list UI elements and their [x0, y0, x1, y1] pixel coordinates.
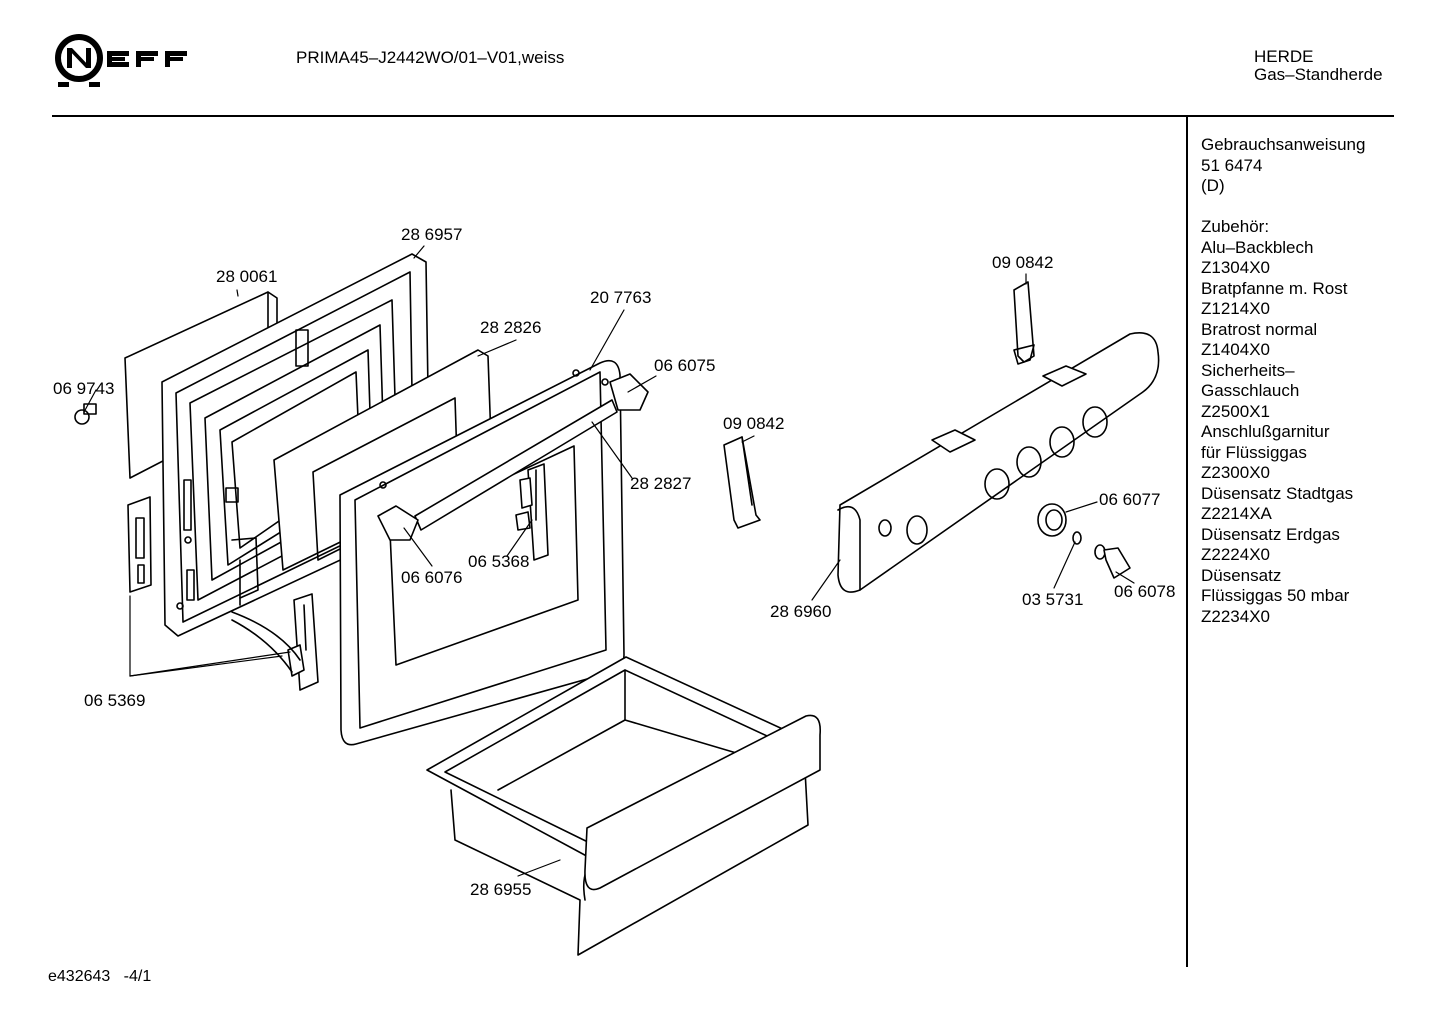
control-knob-part — [1094, 544, 1131, 579]
sidebar-line: für Flüssiggas — [1201, 442, 1307, 462]
sidebar-line: Z1304X0 — [1201, 258, 1270, 277]
clip-part — [1013, 281, 1035, 365]
exploded-parts-diagram — [74, 245, 1160, 956]
footer: e432643 -4/1 — [48, 968, 151, 986]
part-label-069743: 06 9743 — [53, 379, 115, 398]
hinge-bracket-plate — [127, 496, 152, 593]
document-id: e432643 — [48, 968, 111, 985]
small-spring-part — [1072, 531, 1082, 545]
sidebar-line: Düsensatz Stadtgas — [1201, 483, 1354, 503]
part-label-065368: 06 5368 — [468, 552, 530, 571]
sidebar-line: Alu–Backblech — [1201, 237, 1314, 257]
sidebar-line: 51 6474 — [1201, 155, 1263, 175]
sidebar-spacer — [1201, 197, 1433, 218]
manual-block: Gebrauchsanweisung 51 6474 (D) — [1201, 135, 1433, 197]
part-label-066077: 06 6077 — [1099, 490, 1161, 509]
page-number: -4/1 — [123, 968, 152, 985]
sidebar-line: Anschlußgarnitur — [1201, 422, 1330, 441]
sidebar-line: Düsensatz Erdgas — [1201, 524, 1340, 544]
sidebar-line: Düsensatz — [1201, 565, 1282, 585]
lower-hinge — [231, 593, 319, 691]
sidebar-line: Z1214X0 — [1201, 299, 1270, 318]
accessories-block: Zubehör: Alu–Backblech Z1304X0 Bratpfann… — [1201, 217, 1433, 627]
part-label-280061: 28 0061 — [216, 267, 278, 286]
sidebar-line: Z2224X0 — [1201, 545, 1270, 564]
part-label-286955: 28 6955 — [470, 880, 532, 899]
part-label-066075: 06 6075 — [654, 356, 716, 375]
storage-drawer-part — [426, 656, 822, 956]
model-title: PRIMA45–J2442WO/01–V01,weiss — [296, 48, 565, 67]
door-hinge — [515, 463, 549, 561]
sidebar-line: Flüssiggas 50 mbar — [1201, 586, 1350, 605]
part-label-090842-middle: 09 0842 — [723, 414, 785, 433]
sidebar-line: Gasschlauch — [1201, 381, 1300, 400]
sidebar-line: Gebrauchsanweisung — [1201, 135, 1366, 154]
part-label-090842-top: 09 0842 — [992, 253, 1054, 272]
part-label-066078: 06 6078 — [1114, 582, 1176, 601]
control-panel-part — [837, 332, 1160, 593]
leader-lines — [83, 245, 1135, 877]
sidebar: Gebrauchsanweisung 51 6474 (D) Zubehör: … — [1201, 135, 1433, 627]
sidebar-line: Bratpfanne m. Rost — [1201, 278, 1348, 298]
header-divider — [52, 115, 1394, 117]
sidebar-line: Z2500X1 — [1201, 401, 1270, 421]
part-label-286957: 28 6957 — [401, 225, 463, 244]
category-label: HERDE Gas–Standherde — [1254, 48, 1383, 84]
handle-end-cap — [377, 505, 419, 541]
part-label-207763: 20 7763 — [590, 288, 652, 307]
sidebar-line: (D) — [1201, 176, 1225, 195]
category-line: HERDE — [1254, 47, 1314, 66]
sidebar-line: Bratrost normal — [1201, 319, 1318, 339]
sidebar-line: Z2234X0 — [1201, 606, 1270, 626]
screw-part — [74, 403, 97, 425]
part-label-065369: 06 5369 — [84, 691, 146, 710]
category-line: Gas–Standherde — [1254, 65, 1383, 84]
part-label-282826: 28 2826 — [480, 318, 542, 337]
part-label-035731: 03 5731 — [1022, 590, 1084, 609]
neff-logo — [55, 34, 187, 87]
sidebar-divider — [1186, 117, 1188, 967]
part-label-286960: 28 6960 — [770, 602, 832, 621]
part-label-066076: 06 6076 — [401, 568, 463, 587]
sidebar-line: Zubehör: — [1201, 217, 1270, 236]
sidebar-line: Z1404X0 — [1201, 340, 1270, 359]
sidebar-line: Sicherheits– — [1201, 360, 1295, 380]
knob-ring-part — [1037, 503, 1067, 537]
clip-part — [723, 436, 761, 529]
door-handle-bar — [414, 399, 618, 531]
sidebar-line: Z2214XA — [1201, 504, 1272, 523]
sidebar-line: Z2300X0 — [1201, 463, 1270, 482]
part-label-282827: 28 2827 — [630, 474, 692, 493]
